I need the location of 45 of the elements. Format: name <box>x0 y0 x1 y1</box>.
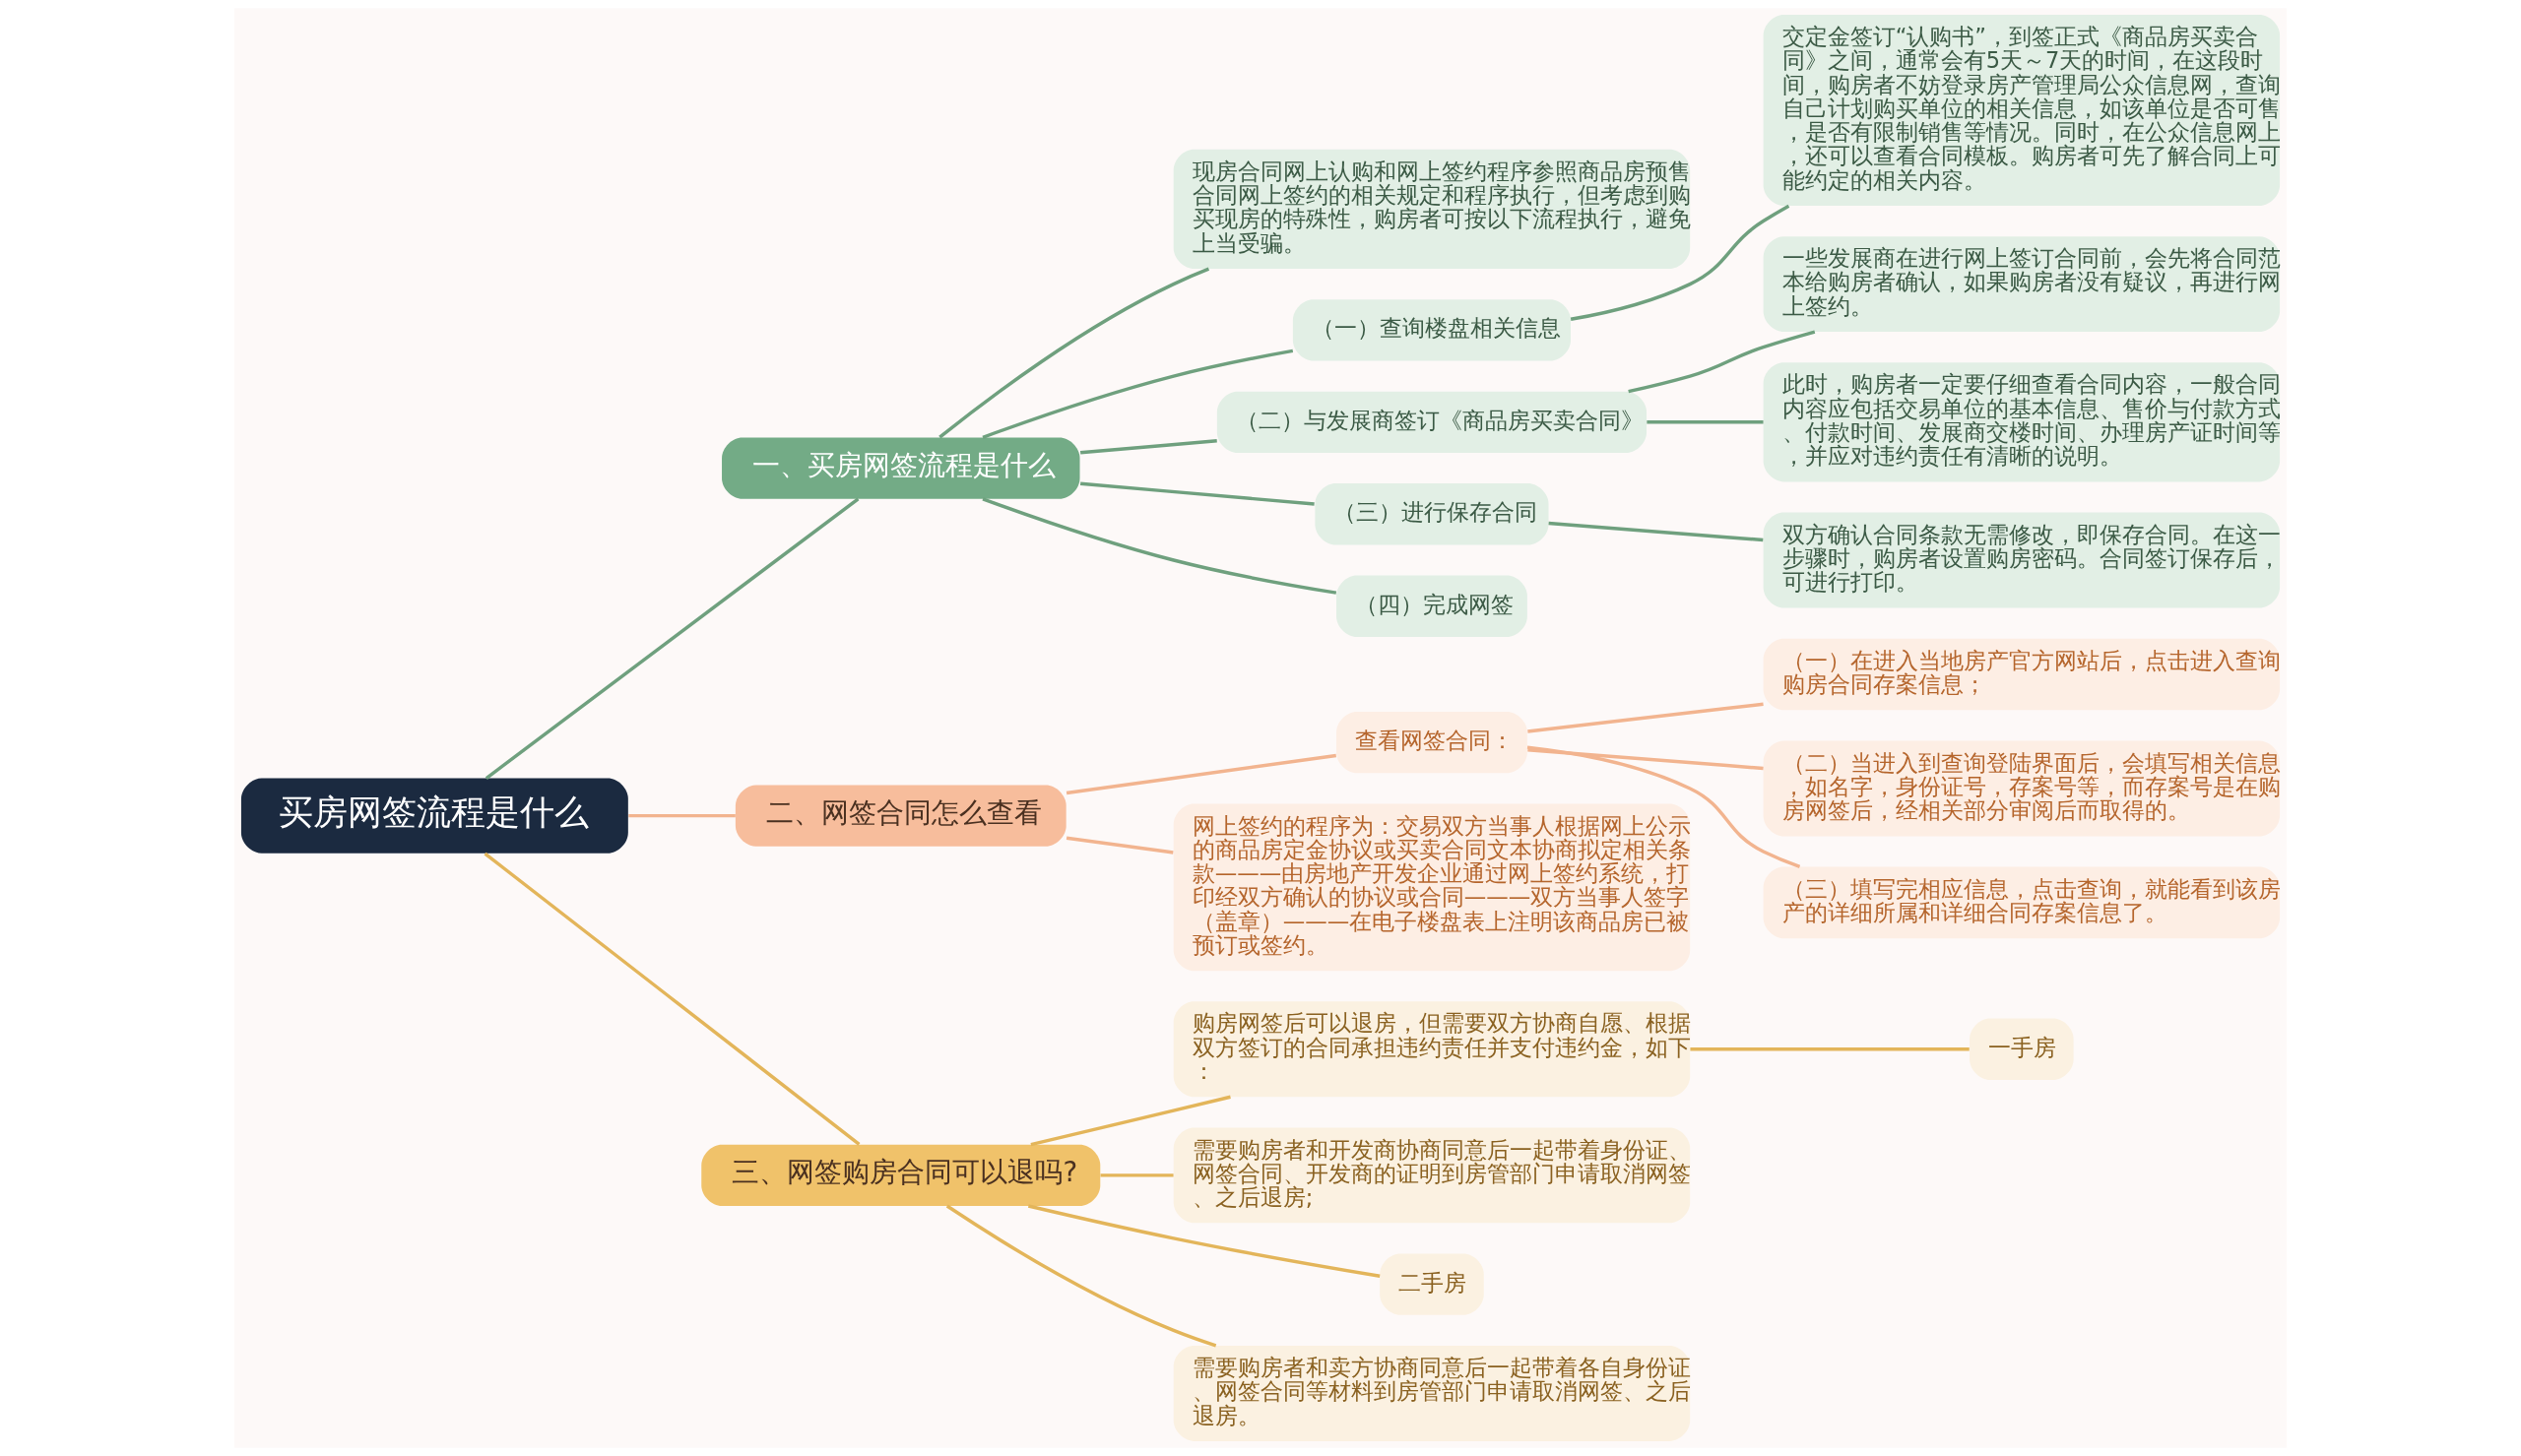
connector <box>628 813 736 818</box>
node-box: 二、网签合同怎么查看 <box>735 785 1067 847</box>
node-box: 此时，购房者一定要仔细查看合同内容，一般合同内容应包括交易单位的基本信息、售价与付款方式、付款时间、发展商交楼时间、办理房产证时间等，并应对违约责任有清晰的说明。 <box>1763 362 2281 482</box>
connector <box>1527 748 1764 771</box>
node-box: 双方确认合同条款无需修改，即保存合同。在这一步骤时，购房者设置购房密码。合同签订保存后，可进行打印。 <box>1763 512 2281 608</box>
connector <box>1647 420 1764 424</box>
node-box: （三）进行保存合同 <box>1315 483 1549 545</box>
node-box: 网上签约的程序为：交易双方当事人根据网上公示的商品房定金协议或买卖合同文本协商拟定相关条款———由房地产开发企业通过网上签约系统，打印经双方确认的协议或合同———双方当事人签字（盖章）———在电子楼盘表上注明该商品房已被预订或签约。 <box>1173 803 1691 972</box>
node-box: （二）当进入到查询登陆界面后，会填写相关信息，如名字，身份证号，存案号等，而存案号是在购房网签后，经相关部分审阅后而取得的。 <box>1763 740 2281 837</box>
node-box: （三）填写完相应信息，点击查询，就能看到该房产的详细所属和详细合同存案信息了。 <box>1763 866 2281 939</box>
connector <box>1690 1047 1970 1051</box>
node-box: 买房网签流程是什么 <box>240 778 628 854</box>
node-box: （一）查询楼盘相关信息 <box>1292 299 1571 361</box>
connector <box>1066 836 1174 855</box>
node-box: 一手房 <box>1970 1018 2074 1080</box>
node-box: （四）完成网签 <box>1336 575 1527 637</box>
connector <box>982 497 1337 595</box>
connector <box>1548 521 1764 542</box>
node-box: 交定金签订“认购书”，到签正式《商品房买卖合同》之间，通常会有5天～7天的时间，在这段时间，购房者不妨登录房产管理局公众信息网，查询自己计划购买单位的相关信息，如该单位是否可售，是否有限制销售等情况。同时，在公众信息网上，还可以查看合同模板。购房者可先了解合同上可能约定的相关内容。 <box>1763 15 2281 206</box>
connector <box>1100 1173 1174 1177</box>
node-box: 现房合同网上认购和网上签约程序参照商品房预售合同网上签约的相关规定和程序执行，但考虑到购买现房的特殊性，购房者可按以下流程执行，避免上当受骗。 <box>1173 149 1691 269</box>
connector <box>1066 753 1336 795</box>
connector <box>1030 1095 1231 1147</box>
node-box: 需要购房者和卖方协商同意后一起带着各自身份证、网签合同等材料到房管部门申请取消网签、之后退房。 <box>1173 1345 1691 1441</box>
node-box: 购房网签后可以退房，但需要双方协商自愿、根据双方签订的合同承担违约责任并支付违约金，如下： <box>1173 1001 1691 1098</box>
connector <box>938 267 1210 439</box>
connector <box>1570 204 1790 321</box>
connector <box>945 1204 1217 1348</box>
connector <box>1527 702 1764 733</box>
connector <box>1027 1204 1381 1278</box>
node-box: （二）与发展商签订《商品房买卖合同》 <box>1216 391 1648 453</box>
node-box: 查看网签合同： <box>1336 712 1527 774</box>
node-box: 一些发展商在进行网上签订合同前，会先将合同范本给购房者确认，如果购房者没有疑议，再进行网上签约。 <box>1763 236 2281 333</box>
connector <box>1079 481 1315 506</box>
node-box: （一）在进入当地房产官方网站后，点击进入查询购房合同存案信息； <box>1763 638 2281 711</box>
connector <box>1628 330 1816 394</box>
node-box: 二手房 <box>1380 1253 1484 1315</box>
connector <box>485 497 860 780</box>
node-box: 三、网签购房合同可以退吗? <box>701 1144 1101 1206</box>
node-box: 需要购房者和开发商协商同意后一起带着身份证、网签合同、开发商的证明到房管部门申请取消网签、之后退房; <box>1173 1127 1691 1224</box>
connector <box>1526 745 1801 869</box>
node-box: 一、买房网签流程是什么 <box>722 437 1080 499</box>
connector <box>1079 438 1217 455</box>
connector <box>484 852 861 1146</box>
connector <box>982 348 1294 439</box>
